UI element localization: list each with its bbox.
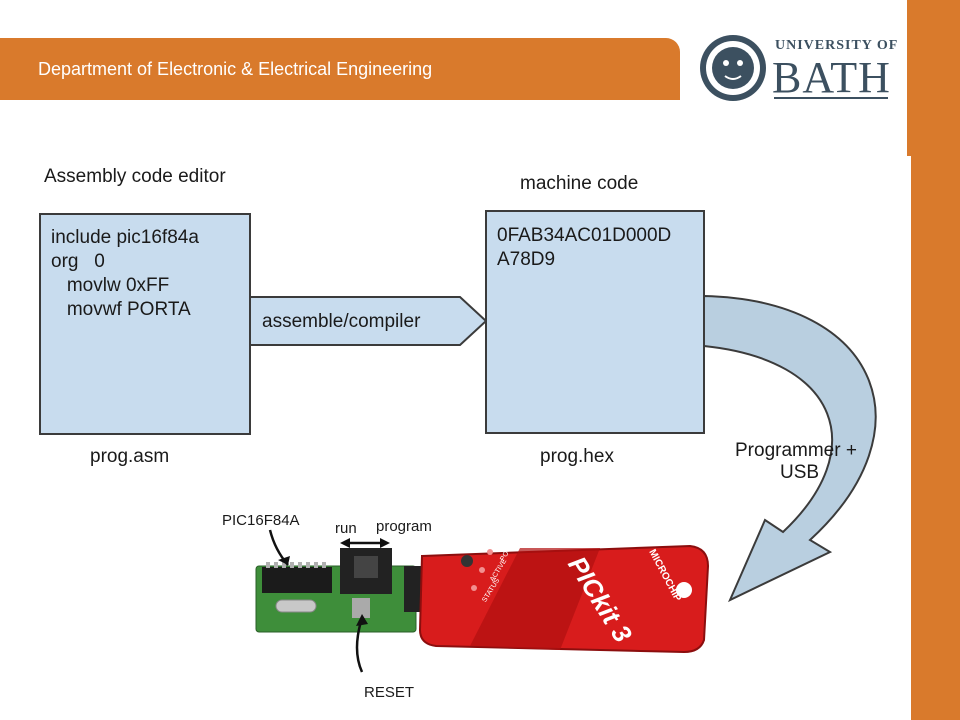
header-banner: [0, 38, 680, 100]
programmer-label-1: Programmer +: [735, 440, 857, 461]
programmer-label-2: USB: [780, 462, 820, 483]
programmer-curved-arrow: [703, 294, 877, 603]
crystal: [275, 599, 317, 613]
asm-line-4: movwf PORTA: [51, 299, 191, 320]
asm-line-1: include pic16f84a: [51, 227, 199, 248]
pickit-button: [461, 555, 473, 567]
hex-line-2: A78D9: [497, 249, 556, 270]
university-crest-icon: [700, 35, 766, 101]
asm-filename: prog.asm: [90, 446, 170, 467]
run-label: run: [335, 520, 357, 537]
logo-bath: BATH: [772, 53, 891, 102]
right-bar-notch: [907, 156, 911, 720]
department-title: Department of Electronic & Electrical En…: [38, 59, 433, 79]
logo-university-of: UNIVERSITY OF: [775, 38, 899, 53]
chip-label: PIC16F84A: [222, 512, 300, 529]
program-label: program: [376, 518, 432, 535]
machine-title: machine code: [520, 173, 639, 194]
active-led: [479, 567, 485, 573]
assembly-editor-box: [39, 213, 251, 435]
power-led: [487, 549, 493, 555]
editor-title: Assembly code editor: [44, 166, 226, 187]
logo-rule: [774, 97, 888, 99]
hex-line-1: 0FAB34AC01D000D: [497, 225, 672, 246]
hex-filename: prog.hex: [540, 446, 614, 467]
reset-label: RESET: [364, 684, 415, 701]
status-led: [471, 585, 477, 591]
reset-button: [352, 598, 370, 618]
right-accent-bar: [907, 0, 960, 720]
assemble-label: assemble/compiler: [262, 311, 421, 332]
pic-chip: [262, 567, 332, 593]
asm-line-2: org 0: [51, 251, 105, 272]
machine-code-box: [485, 210, 705, 434]
asm-line-3: movlw 0xFF: [51, 275, 170, 296]
header-pins: [404, 566, 422, 612]
